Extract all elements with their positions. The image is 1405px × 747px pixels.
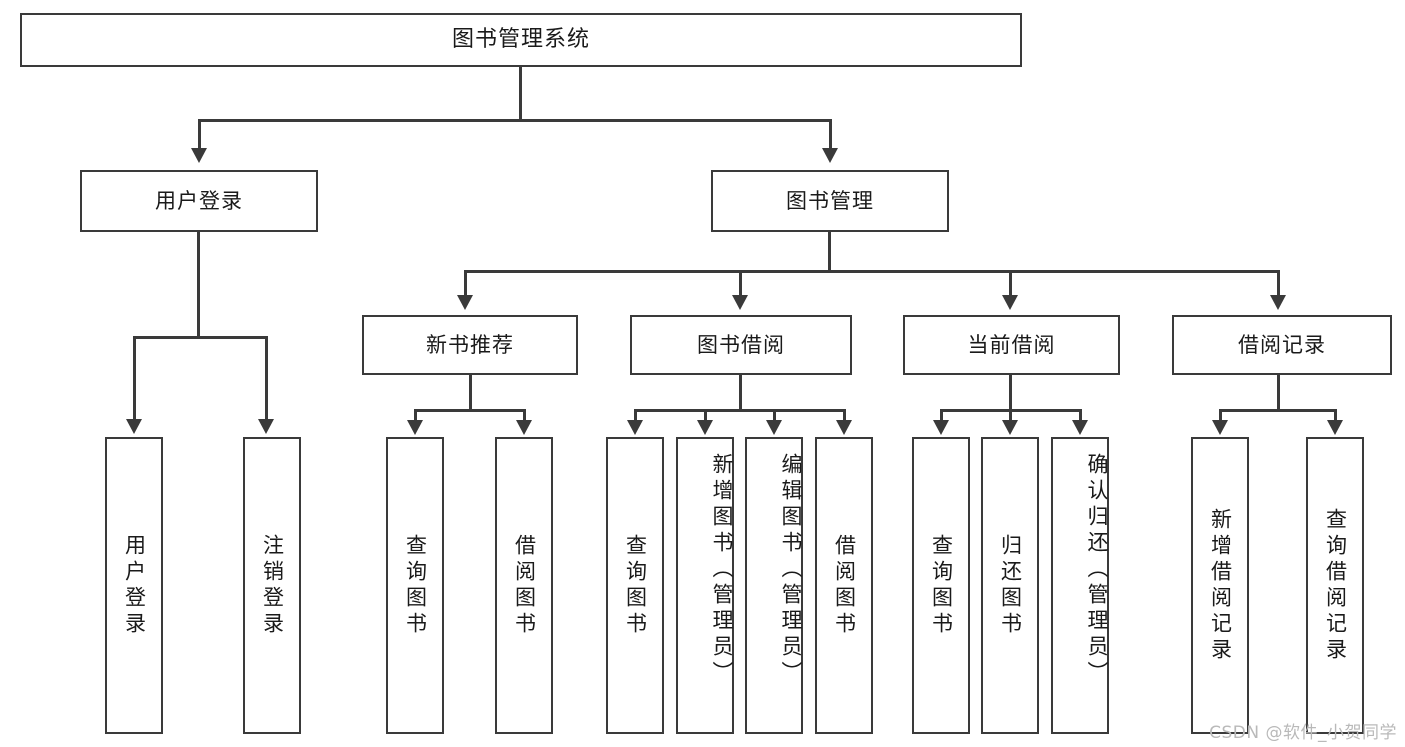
leaf-logout[interactable]: 注销登录 [243,437,301,734]
node-user-login[interactable]: 用户登录 [80,170,318,232]
leaf-user-login[interactable]: 用户登录 [105,437,163,734]
connector-root-to-book-manage [829,119,832,149]
arrow-cb-leaf-3 [1072,420,1088,435]
leaf-current-confirm-return-admin[interactable]: 确认归还（管理员） [1051,437,1109,734]
leaf-borrow-borrow-book[interactable]: 借阅图书 [815,437,873,734]
node-label: 图书借阅 [697,332,785,357]
arrow-root-to-book-manage [822,148,838,163]
connector-nb-leaf-2 [523,409,526,421]
leaf-current-return-book[interactable]: 归还图书 [981,437,1039,734]
leaf-current-query-book[interactable]: 查询图书 [912,437,970,734]
connector-user-login-stem [197,232,200,336]
node-label: 借阅图书 [832,533,857,638]
arrow-cb-leaf-1 [933,420,949,435]
arrow-bb-leaf-1 [627,420,643,435]
arrow-bm-to-book-borrow [732,295,748,310]
node-label: 用户登录 [122,533,147,638]
node-label: 图书管理 [786,188,874,213]
arrow-nb-leaf-2 [516,420,532,435]
connector-cb-leaf-2 [1009,409,1012,421]
connector-new-book-stem [469,375,472,409]
node-new-book-recommend[interactable]: 新书推荐 [362,315,578,375]
arrow-user-login-to-leaf-2 [258,419,274,434]
connector-cb-leaf-1 [940,409,943,421]
node-label: 归还图书 [998,533,1023,638]
arrow-root-to-user-login [191,148,207,163]
connector-br-leaf-2 [1334,409,1337,421]
arrow-br-leaf-2 [1327,420,1343,435]
leaf-borrow-edit-book-admin[interactable]: 编辑图书（管理员） [745,437,803,734]
node-label: 新增借阅记录 [1208,507,1233,664]
connector-root-to-user-login [198,119,201,149]
node-label: 新增图书（管理员） [710,453,734,687]
connector-bb-leaf-2 [704,409,707,421]
node-label: 查询借阅记录 [1323,507,1348,664]
connector-book-borrow-stem [739,375,742,409]
connector-borrow-record-stem [1277,375,1280,409]
node-label: 注销登录 [260,533,285,638]
connector-bm-to-current-borrow [1009,270,1012,296]
connector-user-login-distributor [133,336,267,339]
node-label: 查询图书 [929,533,954,638]
arrow-bm-to-borrow-record [1270,295,1286,310]
connector-bb-leaf-1 [634,409,637,421]
node-label: 图书管理系统 [451,27,590,53]
connector-new-book-distributor [414,409,526,412]
node-label: 确认归还（管理员） [1085,453,1109,687]
node-label: 借阅记录 [1238,332,1326,357]
arrow-br-leaf-1 [1212,420,1228,435]
arrow-bm-to-new-book [457,295,473,310]
node-label: 编辑图书（管理员） [779,453,803,687]
connector-book-borrow-distributor [634,409,846,412]
connector-borrow-record-distributor [1219,409,1337,412]
connector-nb-leaf-1 [414,409,417,421]
connector-bm-to-book-borrow [739,270,742,296]
connector-user-login-to-leaf-2 [265,336,268,420]
node-book-management[interactable]: 图书管理 [711,170,949,232]
arrow-bb-leaf-2 [697,420,713,435]
leaf-borrow-add-book-admin[interactable]: 新增图书（管理员） [676,437,734,734]
arrow-nb-leaf-1 [407,420,423,435]
arrow-bb-leaf-3 [766,420,782,435]
watermark: CSDN @软件_小贺同学 [1209,723,1397,743]
arrow-bm-to-current-borrow [1002,295,1018,310]
arrow-user-login-to-leaf-1 [126,419,142,434]
node-book-borrow[interactable]: 图书借阅 [630,315,852,375]
connector-bb-leaf-4 [843,409,846,421]
leaf-new-book-query-book[interactable]: 查询图书 [386,437,444,734]
arrow-cb-leaf-2 [1002,420,1018,435]
connector-current-borrow-stem [1009,375,1012,409]
node-label: 新书推荐 [426,332,514,357]
connector-user-login-to-leaf-1 [133,336,136,420]
arrow-bb-leaf-4 [836,420,852,435]
node-root-system[interactable]: 图书管理系统 [20,13,1022,67]
node-label: 借阅图书 [512,533,537,638]
leaf-record-add-borrow-record[interactable]: 新增借阅记录 [1191,437,1249,734]
node-label: 查询图书 [403,533,428,638]
connector-cb-leaf-3 [1079,409,1082,421]
leaf-borrow-query-book[interactable]: 查询图书 [606,437,664,734]
connector-bb-leaf-3 [773,409,776,421]
node-label: 查询图书 [623,533,648,638]
node-label: 当前借阅 [967,332,1056,357]
node-label: 用户登录 [155,188,243,213]
connector-bm-to-new-book [464,270,467,296]
leaf-new-book-borrow-book[interactable]: 借阅图书 [495,437,553,734]
node-current-borrow[interactable]: 当前借阅 [903,315,1120,375]
leaf-record-query-borrow-record[interactable]: 查询借阅记录 [1306,437,1364,734]
connector-book-management-distributor [464,270,1280,273]
connector-book-management-stem [828,232,831,270]
connector-root-distributor [198,119,832,122]
connector-bm-to-borrow-record [1277,270,1280,296]
node-borrow-record[interactable]: 借阅记录 [1172,315,1392,375]
connector-br-leaf-1 [1219,409,1222,421]
connector-root-stem [519,67,522,119]
